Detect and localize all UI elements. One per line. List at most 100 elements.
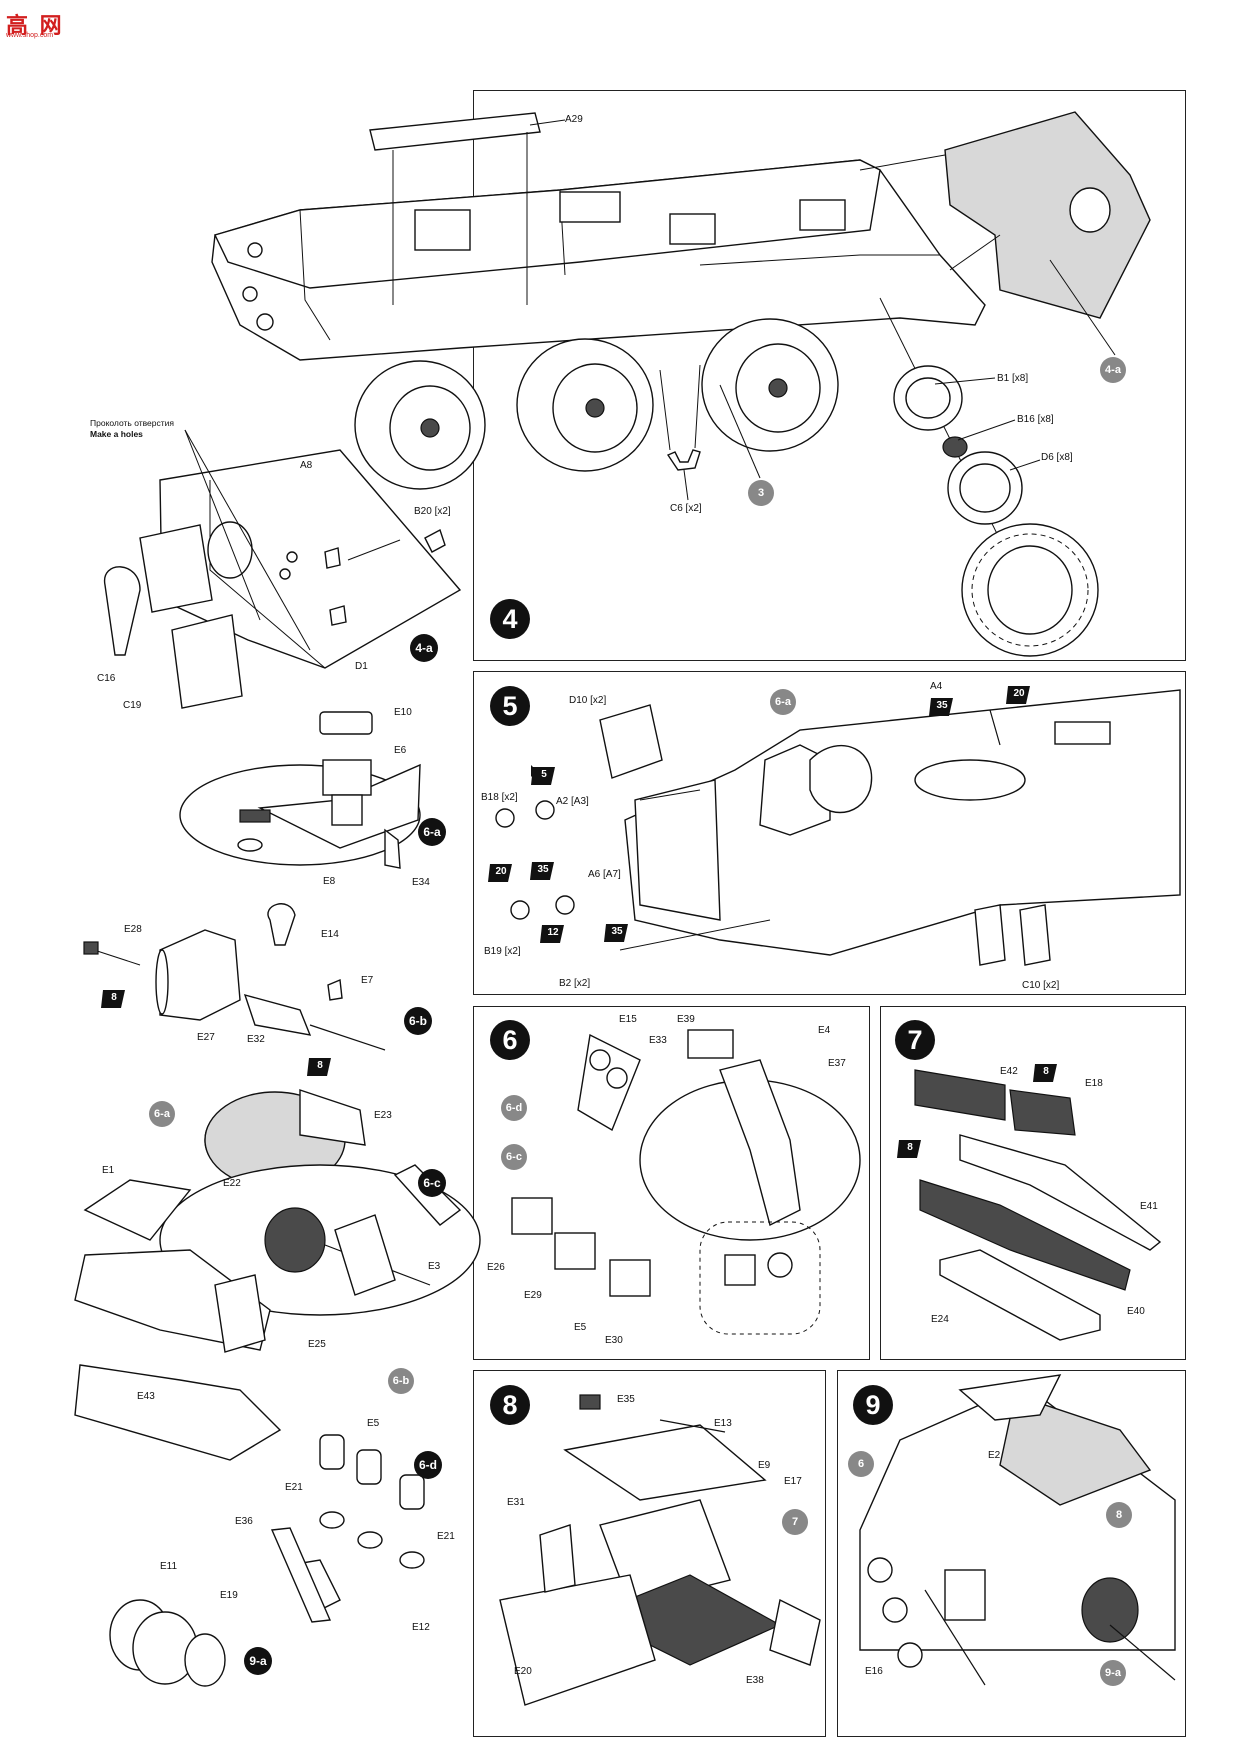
label-B1: B1 [x8] xyxy=(997,373,1029,384)
label-E31: E31 xyxy=(507,1497,525,1508)
substep-tag-6d: 6-d xyxy=(414,1451,442,1479)
step-8-panel xyxy=(473,1370,826,1737)
label-E7: E7 xyxy=(361,975,374,986)
ref-step-9a: 9-a xyxy=(1100,1660,1126,1686)
label-B20: B20 [x2] xyxy=(414,506,451,517)
step-5-panel xyxy=(473,671,1186,995)
substep-tag-9a: 9-a xyxy=(244,1647,272,1675)
label-D1: D1 xyxy=(355,661,368,672)
substep-tag-4a: 4-a xyxy=(410,634,438,662)
site-logo: 高 网 www.shop.com xyxy=(6,8,72,39)
ref-step-3: 3 xyxy=(748,480,774,506)
label-E14: E14 xyxy=(321,929,339,940)
paint-star-8c: 8 xyxy=(1033,1062,1059,1084)
label-E12: E12 xyxy=(412,1622,430,1633)
make-holes-note: Проколоть отверстия Make a holes xyxy=(90,418,174,440)
paint-number: 20 xyxy=(495,866,507,877)
paint-number: 35 xyxy=(611,926,623,937)
note-english: Make a holes xyxy=(90,429,143,439)
label-E5-6d: E5 xyxy=(367,1418,380,1429)
gun-6b xyxy=(83,903,386,1051)
paint-star-5: 5 xyxy=(531,765,557,787)
paint-star-8a: 8 xyxy=(101,988,127,1010)
paint-star-35a: 35 xyxy=(530,860,556,882)
label-E3: E3 xyxy=(428,1261,441,1272)
ref-step-7: 7 xyxy=(782,1509,808,1535)
label-E18: E18 xyxy=(1085,1078,1103,1089)
label-E43: E43 xyxy=(137,1391,155,1402)
label-E41: E41 xyxy=(1140,1201,1158,1212)
label-E34: E34 xyxy=(412,877,430,888)
label-E15: E15 xyxy=(619,1014,637,1025)
label-E24: E24 xyxy=(931,1314,949,1325)
hull-wheels xyxy=(354,318,839,490)
step-number-9: 9 xyxy=(853,1385,893,1425)
label-E1: E1 xyxy=(102,1165,115,1176)
ref-step-4a: 4-a xyxy=(1100,357,1126,383)
paint-number: 8 xyxy=(111,992,117,1003)
turret-9 xyxy=(859,1374,1176,1686)
note-russian: Проколоть отверстия xyxy=(90,418,174,428)
mg-7 xyxy=(914,1069,1162,1341)
wheel-assembly xyxy=(879,297,1099,657)
substep-tag-6a: 6-a xyxy=(418,818,446,846)
ref-step-6b: 6-b xyxy=(388,1368,414,1394)
label-E39: E39 xyxy=(677,1014,695,1025)
substep-tag-6c: 6-c xyxy=(418,1169,446,1197)
label-E5-6: E5 xyxy=(574,1322,587,1333)
logo-text: 高 网 xyxy=(6,14,64,39)
paint-star-20a: 20 xyxy=(488,862,514,884)
label-A29: A29 xyxy=(565,114,583,125)
periscopes-6d xyxy=(270,1434,425,1623)
turret-6c xyxy=(74,1089,481,1461)
label-E10: E10 xyxy=(394,707,412,718)
label-E16: E16 xyxy=(865,1666,883,1677)
label-A4: A4 xyxy=(930,681,943,692)
label-E19: E19 xyxy=(220,1590,238,1601)
label-E13: E13 xyxy=(714,1418,732,1429)
substep-tag-6b: 6-b xyxy=(404,1007,432,1035)
ref-step-6-in-9: 6 xyxy=(848,1451,874,1477)
ref-step-8-in-9: 8 xyxy=(1106,1502,1132,1528)
label-C6: C6 [x2] xyxy=(670,503,702,514)
step-number-7: 7 xyxy=(895,1020,935,1060)
label-E28: E28 xyxy=(124,924,142,935)
label-C10: C10 [x2] xyxy=(1022,980,1060,991)
label-A2: A2 [A3] xyxy=(556,796,589,807)
step-7-panel xyxy=(880,1006,1186,1360)
label-C16: C16 xyxy=(97,673,116,684)
label-E33: E33 xyxy=(649,1035,667,1046)
ref-step-6c: 6-c xyxy=(501,1144,527,1170)
label-E21b: E21 xyxy=(437,1531,455,1542)
paint-number: 8 xyxy=(1043,1066,1049,1077)
label-C19: C19 xyxy=(123,700,142,711)
label-E32: E32 xyxy=(247,1034,265,1045)
label-E37: E37 xyxy=(828,1058,846,1069)
step-6-panel xyxy=(473,1006,870,1360)
label-B19: B19 [x2] xyxy=(484,946,521,957)
label-D6: D6 [x8] xyxy=(1041,452,1073,463)
label-E30: E30 xyxy=(605,1335,623,1346)
paint-number: 8 xyxy=(907,1142,913,1153)
logo-url: www.shop.com xyxy=(6,32,54,39)
label-E9: E9 xyxy=(758,1460,771,1471)
label-E35: E35 xyxy=(617,1394,635,1405)
label-B2: B2 [x2] xyxy=(559,978,591,989)
hull-body xyxy=(211,159,986,361)
paint-star-12: 12 xyxy=(540,923,566,945)
label-E8: E8 xyxy=(323,876,336,887)
label-E27: E27 xyxy=(197,1032,215,1043)
optics-9a xyxy=(109,1599,226,1687)
step-number-6: 6 xyxy=(490,1020,530,1060)
hull-front-5 xyxy=(495,689,1181,966)
label-E11: E11 xyxy=(160,1561,178,1572)
mount-8 xyxy=(499,1394,821,1706)
rear-plate-4a xyxy=(104,429,462,709)
label-B18: B18 [x2] xyxy=(481,792,518,803)
rear-plate-D1-top xyxy=(859,111,1151,319)
link-C6 xyxy=(659,364,701,471)
paint-number: 35 xyxy=(537,864,549,875)
step-9-panel xyxy=(837,1370,1186,1737)
step-number-4: 4 xyxy=(490,599,530,639)
